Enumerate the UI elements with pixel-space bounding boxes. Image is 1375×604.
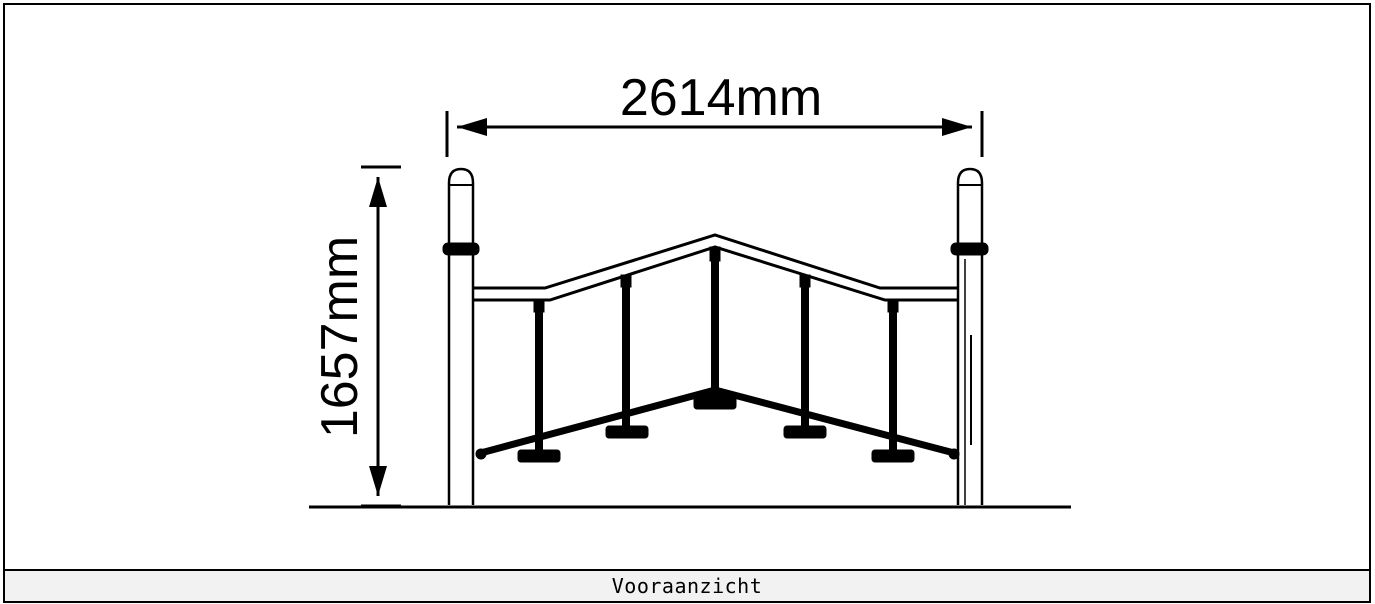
left-post [442,167,480,505]
drawing-frame: 2614mm 1657mm [3,3,1371,603]
caption-bar: Vooraanzicht [5,569,1369,601]
view-caption: Vooraanzicht [611,574,763,598]
balusters [517,246,915,463]
right-post [950,167,989,505]
height-dimension: 1657mm [311,165,401,508]
front-view-drawing: 2614mm 1657mm [309,69,1071,509]
width-dimension-label: 2614mm [620,69,822,127]
height-dimension-label: 1657mm [311,236,369,438]
width-dimension: 2614mm [445,69,984,157]
